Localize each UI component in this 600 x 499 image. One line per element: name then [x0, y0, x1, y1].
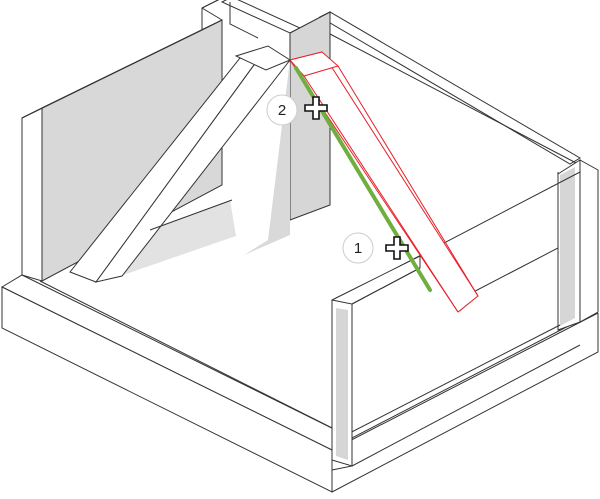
crosshair-plus-icon — [385, 236, 409, 260]
callout-2-bubble — [266, 94, 298, 126]
left-wall — [21, 0, 223, 282]
crosshair-plus-icon — [304, 96, 328, 120]
callout-2-label: 2 — [278, 102, 286, 119]
right-wall — [334, 159, 599, 441]
left-beam — [69, 45, 292, 283]
callout-1[interactable]: 1 — [342, 232, 409, 264]
base-slab — [0, 274, 599, 493]
callout-1-label: 1 — [354, 240, 362, 257]
callout-1-bubble — [342, 232, 374, 264]
right-beam — [289, 51, 479, 313]
callout-2[interactable]: 2 — [266, 94, 328, 126]
front-wall — [331, 172, 581, 471]
